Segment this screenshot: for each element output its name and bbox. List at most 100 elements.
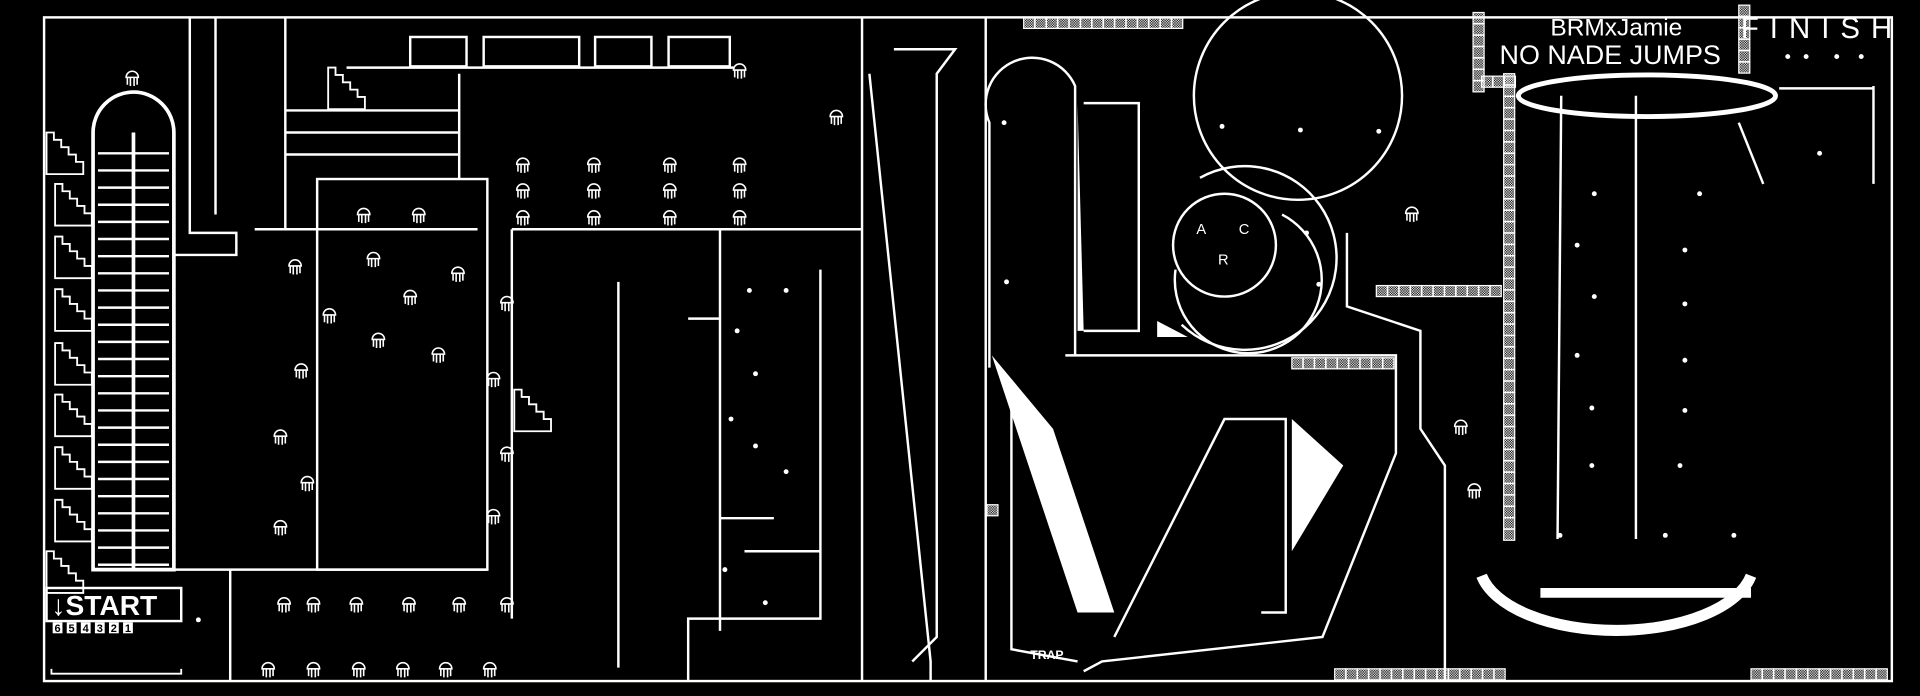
arrow-tile-icon: [1503, 437, 1516, 450]
marker-dot: [1316, 281, 1322, 287]
jellyfish-enemy-icon: [261, 661, 276, 678]
arrow-tile-icon: [1503, 414, 1516, 427]
marker-dot: [1817, 150, 1823, 156]
arrow-tile-icon: [1807, 668, 1820, 681]
jellyfish-enemy-icon: [515, 210, 530, 226]
jellyfish-enemy-icon: [288, 259, 303, 275]
arrow-tile-icon: [1102, 16, 1116, 30]
marker-dot: [1662, 532, 1668, 538]
arrow-tile-icon: [1503, 528, 1516, 541]
marker-dot: [746, 288, 752, 293]
arrow-tile-icon: [1472, 34, 1485, 47]
arrow-tile-icon: [1503, 232, 1516, 245]
countdown-number: 4: [83, 623, 90, 635]
arrow-tile-icon: [1841, 668, 1854, 681]
maze-letter-a: A: [1196, 222, 1206, 238]
arrow-tile-icon: [1503, 403, 1516, 416]
arrow-tile-icon: [1503, 198, 1516, 211]
jellyfish-enemy-icon: [402, 597, 416, 613]
arrow-tile-icon: [1302, 357, 1315, 370]
jellyfish-enemy-icon: [1453, 419, 1468, 435]
jellyfish-enemy-icon: [273, 519, 288, 536]
arrow-tile-icon: [1852, 668, 1866, 681]
jellyfish-enemy-icon: [500, 597, 514, 613]
arrow-tile-icon: [1503, 380, 1516, 393]
jellyfish-enemy-icon: [732, 63, 747, 79]
arrow-tile-icon: [1356, 668, 1370, 681]
start-box: [45, 586, 183, 623]
jellyfish-enemy-icon: [277, 597, 292, 613]
arrow-tile-icon: [1080, 16, 1093, 30]
arrow-tile-icon: [1057, 16, 1070, 30]
jellyfish-enemy-icon: [351, 661, 366, 678]
staircase-icon: [54, 393, 93, 438]
arrow-tile-icon: [1482, 668, 1495, 681]
jellyfish-enemy-icon: [486, 371, 501, 388]
marker-dot: [734, 328, 740, 334]
jellyfish-enemy-icon: [452, 597, 467, 613]
maze-letter-r: R: [1218, 253, 1229, 269]
marker-dot: [1219, 123, 1225, 129]
jellyfish-enemy-icon: [1404, 206, 1419, 222]
arrow-tile-icon: [1470, 668, 1483, 681]
marker-dot: [1591, 191, 1597, 197]
marker-dot: [1591, 294, 1597, 300]
arrow-tile-icon: [1091, 16, 1104, 30]
rule-text: NO NADE JUMPS: [1500, 40, 1721, 70]
jellyfish-enemy-icon: [306, 661, 321, 678]
countdown-marker: [94, 622, 105, 634]
arrow-tile-icon: [1425, 668, 1438, 681]
staircase-icon: [513, 388, 552, 433]
marker-dot: [1682, 247, 1688, 253]
staircase-icon: [54, 288, 93, 332]
marker-dot: [753, 371, 758, 377]
countdown-marker: [66, 622, 77, 634]
arrow-tile-icon: [1761, 668, 1775, 681]
jellyfish-enemy-icon: [586, 183, 601, 199]
arrow-tile-icon: [1503, 391, 1516, 405]
arrow-tile-icon: [1391, 668, 1404, 681]
marker-dot: [1574, 242, 1580, 248]
arrow-tile-icon: [1375, 284, 1388, 298]
arrow-tile-icon: [1738, 50, 1751, 63]
arrow-tile-icon: [1432, 284, 1445, 298]
arrow-tile-icon: [1493, 668, 1506, 681]
arrow-tile-icon: [1171, 16, 1184, 30]
trap-label: TRAP: [1030, 648, 1063, 662]
start-label: ↓START: [51, 590, 157, 621]
marker-dot: [753, 443, 758, 449]
countdown-number: 1: [125, 623, 131, 635]
arrow-tile-icon: [1325, 357, 1338, 370]
arrow-tile-icon: [1136, 16, 1150, 30]
arrow-tile-icon: [1413, 668, 1427, 681]
arrow-tile-icon: [1503, 175, 1516, 188]
arrow-tile-icon: [1402, 668, 1415, 681]
arrow-tile-icon: [1444, 284, 1457, 298]
jellyfish-enemy-icon: [1467, 483, 1482, 499]
arrow-tile-icon: [1459, 668, 1472, 681]
arrow-tile-icon: [1795, 668, 1809, 681]
arrow-tile-icon: [1023, 16, 1036, 30]
jellyfish-enemy-icon: [732, 157, 747, 173]
marker-dot: [1731, 532, 1737, 538]
arrow-tile-icon: [986, 504, 999, 517]
marker-dot: [1834, 54, 1840, 60]
arrow-tile-icon: [1503, 323, 1516, 336]
arrow-tile-icon: [1503, 460, 1516, 473]
arrow-tile-icon: [1503, 164, 1516, 177]
arrow-tile-icon: [1159, 16, 1172, 30]
jellyfish-enemy-icon: [486, 508, 501, 525]
countdown-marker: [52, 622, 63, 634]
arrow-tile-icon: [1291, 357, 1304, 370]
arrow-tile-icon: [1472, 57, 1485, 70]
jellyfish-enemy-icon: [125, 70, 140, 86]
marker-dot: [722, 567, 728, 573]
arrow-tile-icon: [1472, 46, 1485, 59]
marker-dot: [762, 600, 768, 606]
arrow-tile-icon: [1503, 289, 1516, 302]
jellyfish-enemy-icon: [732, 183, 747, 199]
arrow-tile-icon: [1472, 23, 1485, 36]
marker-dot: [1297, 127, 1303, 133]
arrow-tile-icon: [1738, 61, 1751, 74]
arrow-tile-icon: [1503, 243, 1516, 257]
